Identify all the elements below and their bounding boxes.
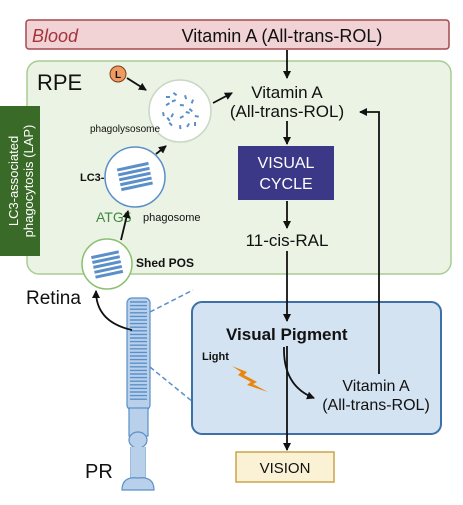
fragment (194, 114, 199, 118)
outer-segment-discs (130, 301, 147, 400)
visual-cycle-line1: VISUAL (258, 155, 315, 172)
fragment (170, 113, 174, 118)
arrow-pr-to-shed-pos (92, 290, 133, 331)
arrow-phagolysosome-to-vitamin (212, 92, 233, 104)
fragment (194, 122, 197, 127)
phagosome-disc-stack (116, 161, 153, 192)
arrow-pr-vitamin-to-rpe-vitamin (359, 108, 380, 374)
fragment (190, 99, 194, 104)
fragment (166, 96, 170, 98)
rpe-vitamin-a-line1: Vitamin A (251, 83, 323, 102)
visual-pigment-label: Visual Pigment (226, 325, 348, 344)
pr-vitamin-a-line1: Vitamin A (342, 378, 410, 395)
vision-label: VISION (260, 460, 311, 477)
shed-pos-label: Shed POS (136, 256, 194, 270)
fragment (179, 104, 184, 107)
arrow-shed-pos-to-phagosome (120, 210, 131, 241)
fragment (185, 111, 190, 114)
fragment (168, 121, 173, 127)
pr-vitamin-a-line2: (All-trans-ROL) (322, 397, 430, 414)
fragment (188, 107, 193, 113)
arrow-phagosome-to-phagolysosome (155, 145, 167, 155)
visual-cycle-line2: CYCLE (259, 176, 312, 193)
zoom-line-top (149, 289, 194, 313)
pr-label: PR (85, 461, 113, 483)
l-badge (109, 65, 127, 83)
photoreceptor-panel (191, 301, 442, 435)
fragment (179, 125, 182, 130)
phagosome-label: phagosome (143, 212, 201, 224)
lightning-icon (232, 366, 268, 392)
blood-label: Blood (32, 26, 79, 46)
fragment (171, 99, 176, 103)
phagolysosome-circle (148, 79, 212, 143)
arrows (92, 50, 380, 451)
lap-label-line2: phagocytosis (LAP) (21, 125, 36, 238)
fragment (162, 112, 165, 117)
blood-vitamin-a-label: Vitamin A (All-trans-ROL) (182, 26, 383, 46)
arrow-pigment-to-pr-vitamin (283, 346, 315, 400)
cis-ral-label: 11-cis-RAL (246, 231, 329, 250)
shed-pos-disc-stack (91, 250, 124, 279)
zoom-line-bottom (149, 366, 194, 403)
arrow-l-to-phagolysosome (126, 77, 147, 91)
visual-cycle-box (238, 146, 334, 200)
photoreceptor-cell (121, 297, 155, 491)
fragment (172, 92, 178, 97)
fragment (165, 102, 170, 107)
phagolysosome-label: phagolysosome (90, 124, 160, 135)
fragment (186, 122, 191, 128)
light-label: Light (202, 351, 229, 363)
lap-label-line1: LC3-associated (6, 136, 21, 226)
fragment (184, 95, 188, 100)
fragment (166, 117, 171, 122)
rpe-label: RPE (37, 70, 82, 95)
retina-label: Retina (26, 288, 81, 309)
fragment (179, 115, 184, 119)
vision-box (235, 451, 335, 483)
lap-label-box (0, 106, 40, 256)
l-badge-label: L (115, 70, 121, 81)
rpe-vitamin-a-line2: (All-trans-ROL) (230, 102, 344, 121)
lc3-label: LC3- (80, 172, 105, 184)
phagolysosome-fragments (162, 92, 199, 130)
blood-bar (25, 19, 450, 50)
